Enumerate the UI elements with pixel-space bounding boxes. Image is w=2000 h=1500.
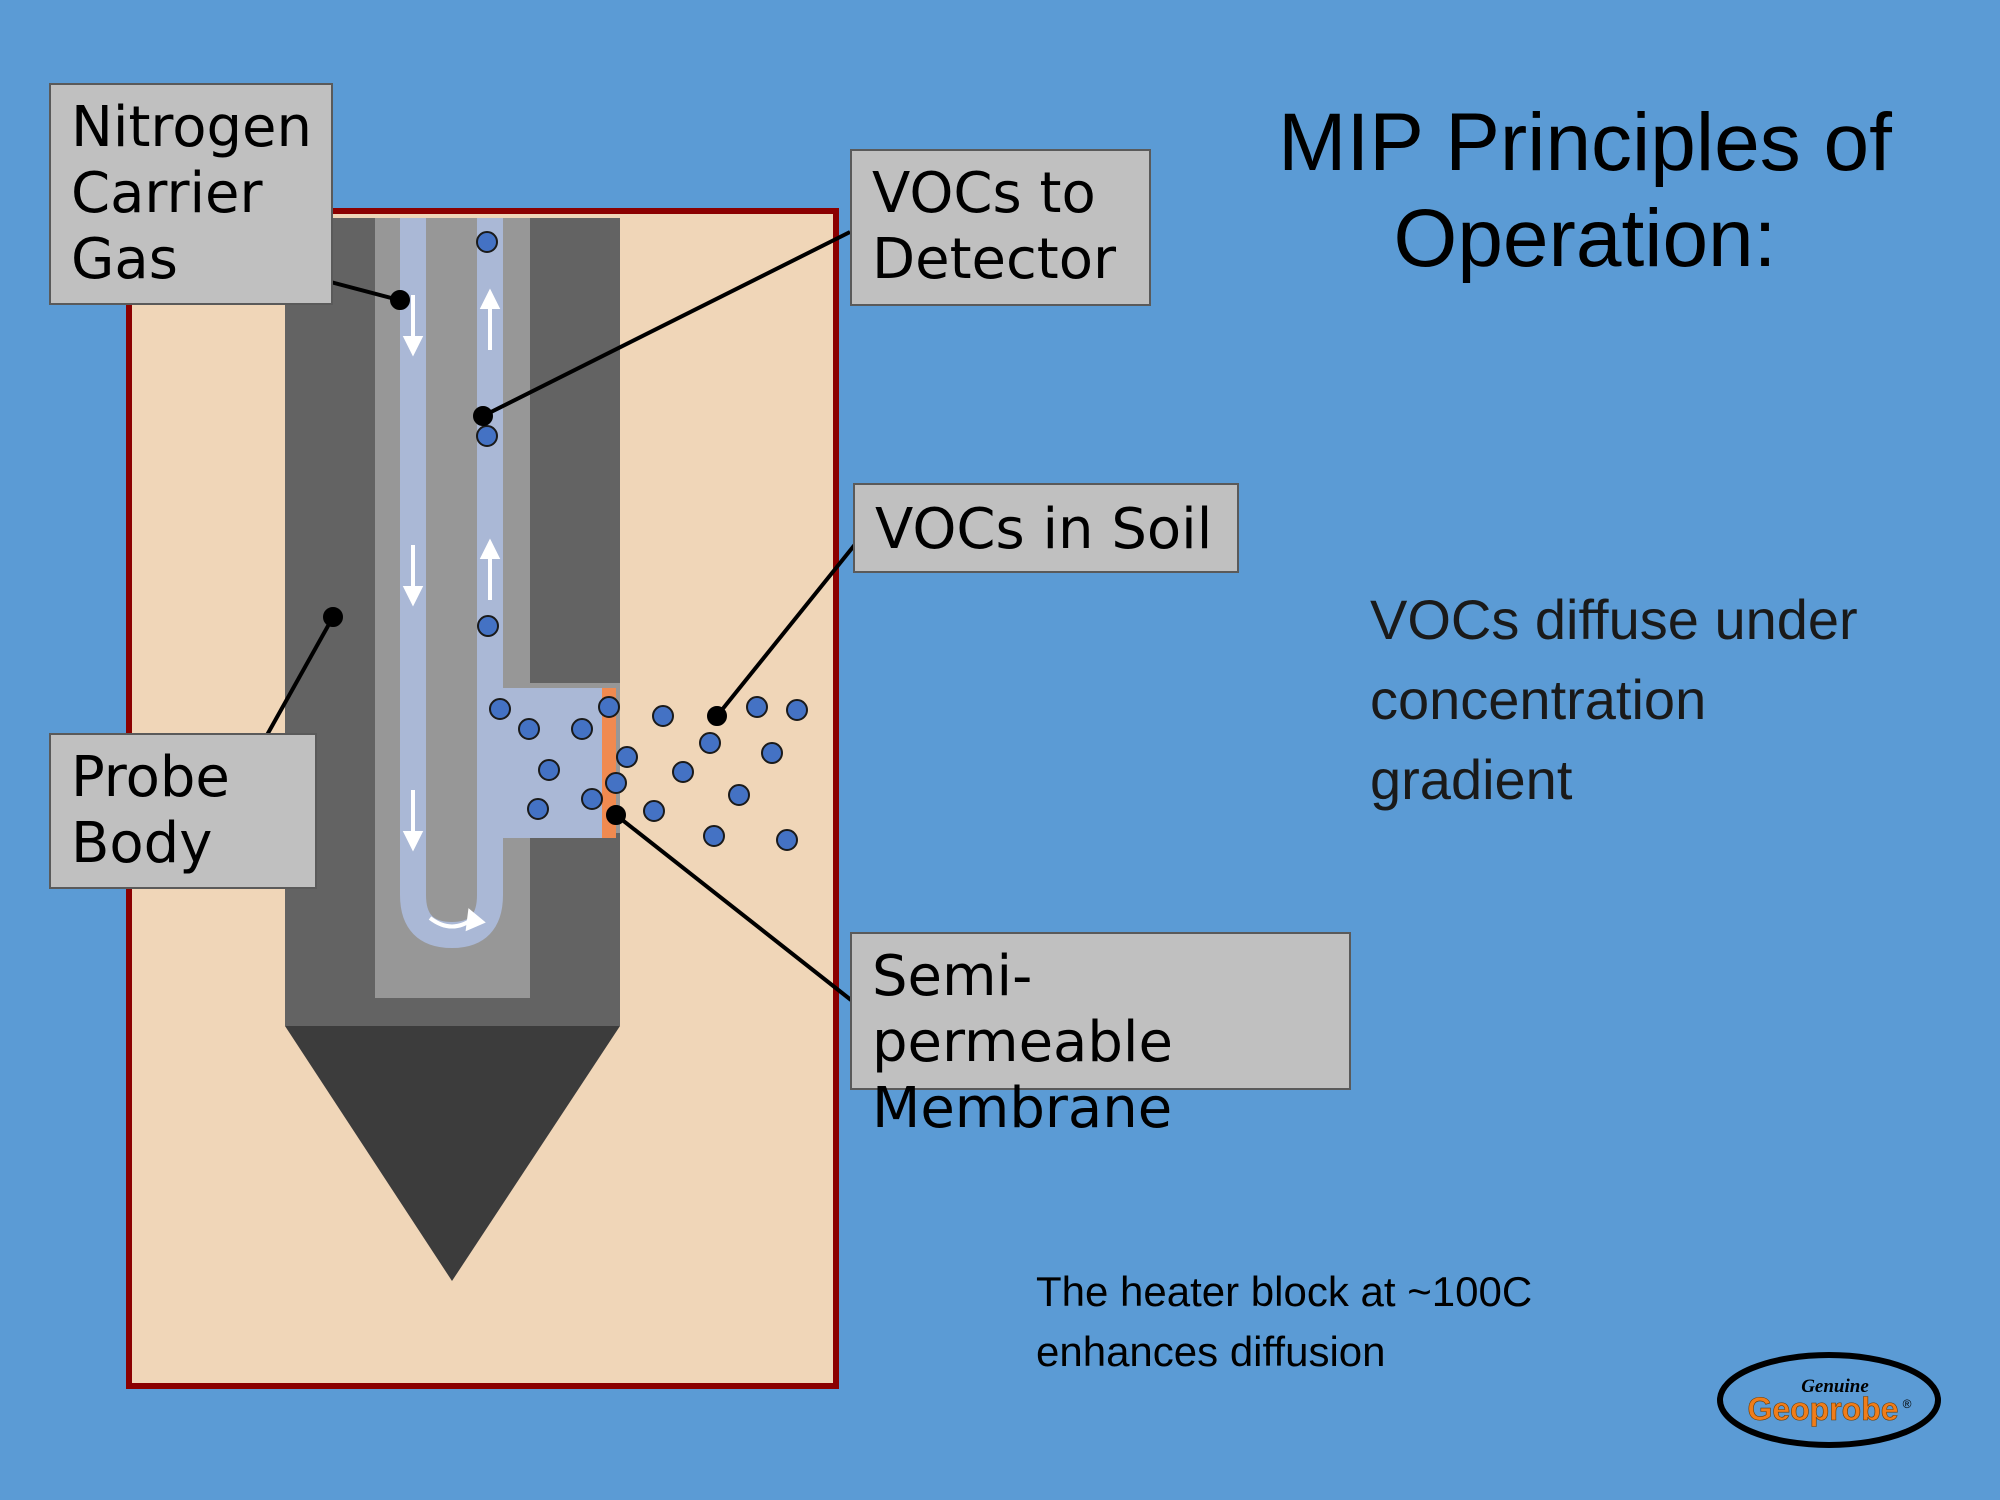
semi-permeable-membrane-label: Semi-permeable Membrane [850, 932, 1351, 1141]
voc-molecule-dot [476, 231, 498, 253]
logo-registered-mark: ® [1903, 1397, 1912, 1411]
voc-molecule-dot [786, 699, 808, 721]
voc-molecule-dot [598, 696, 620, 718]
leader-probe-body [265, 616, 335, 736]
flow-arrows [402, 288, 501, 932]
voc-molecule-dot [571, 718, 593, 740]
voc-molecule-dot [699, 732, 721, 754]
voc-molecule-dot [643, 800, 665, 822]
voc-molecule-dot [518, 718, 540, 740]
heater-note: The heater block at ~100C enhances diffu… [1036, 1268, 1533, 1375]
voc-molecule-dot [652, 705, 674, 727]
voc-molecule-dot [761, 742, 783, 764]
flow-arrow-down-icon [402, 295, 424, 357]
voc-molecule-dot [489, 698, 511, 720]
voc-molecule-dot [616, 746, 638, 768]
voc-molecule-dot [605, 772, 627, 794]
voc-molecules [476, 231, 808, 851]
logo-brand-text: Geoprobe [1747, 1391, 1898, 1427]
voc-molecule-dot [776, 829, 798, 851]
logo-genuine-text: Genuine [1801, 1376, 1869, 1397]
flow-arrow-down-icon [402, 790, 424, 852]
voc-molecule-dot [703, 825, 725, 847]
leader-membrane [614, 813, 853, 1002]
voc-molecule-dot [672, 761, 694, 783]
nitrogen-carrier-gas-label: Nitrogen Carrier Gas [49, 83, 333, 305]
voc-molecule-dot [746, 696, 768, 718]
diffusion-explanation: VOCs diffuse under concentration gradien… [1370, 588, 1858, 811]
semi-permeable-membrane [602, 688, 616, 838]
geoprobe-logo: Genuine Geoprobe ® [1717, 1352, 1941, 1448]
page-title: MIP Principles of Operation: [1278, 97, 1892, 284]
vocs-in-soil-label: VOCs in Soil [853, 483, 1239, 573]
carrier-gas-channel [400, 218, 503, 949]
flow-arrow-up-icon [479, 538, 501, 600]
voc-molecule-dot [476, 425, 498, 447]
leader-vocs-detector [482, 230, 851, 418]
voc-molecule-dot [538, 759, 560, 781]
vocs-to-detector-label: VOCs to Detector [850, 149, 1151, 306]
leader-vocs-soil [715, 530, 867, 718]
voc-molecule-dot [477, 615, 499, 637]
flow-arrow-up-icon [479, 288, 501, 350]
probe-body-label: Probe Body [49, 733, 317, 889]
voc-molecule-dot [527, 798, 549, 820]
probe-tip [285, 1026, 620, 1281]
flow-arrow-down-icon [402, 545, 424, 607]
voc-molecule-dot [728, 784, 750, 806]
voc-molecule-dot [581, 788, 603, 810]
